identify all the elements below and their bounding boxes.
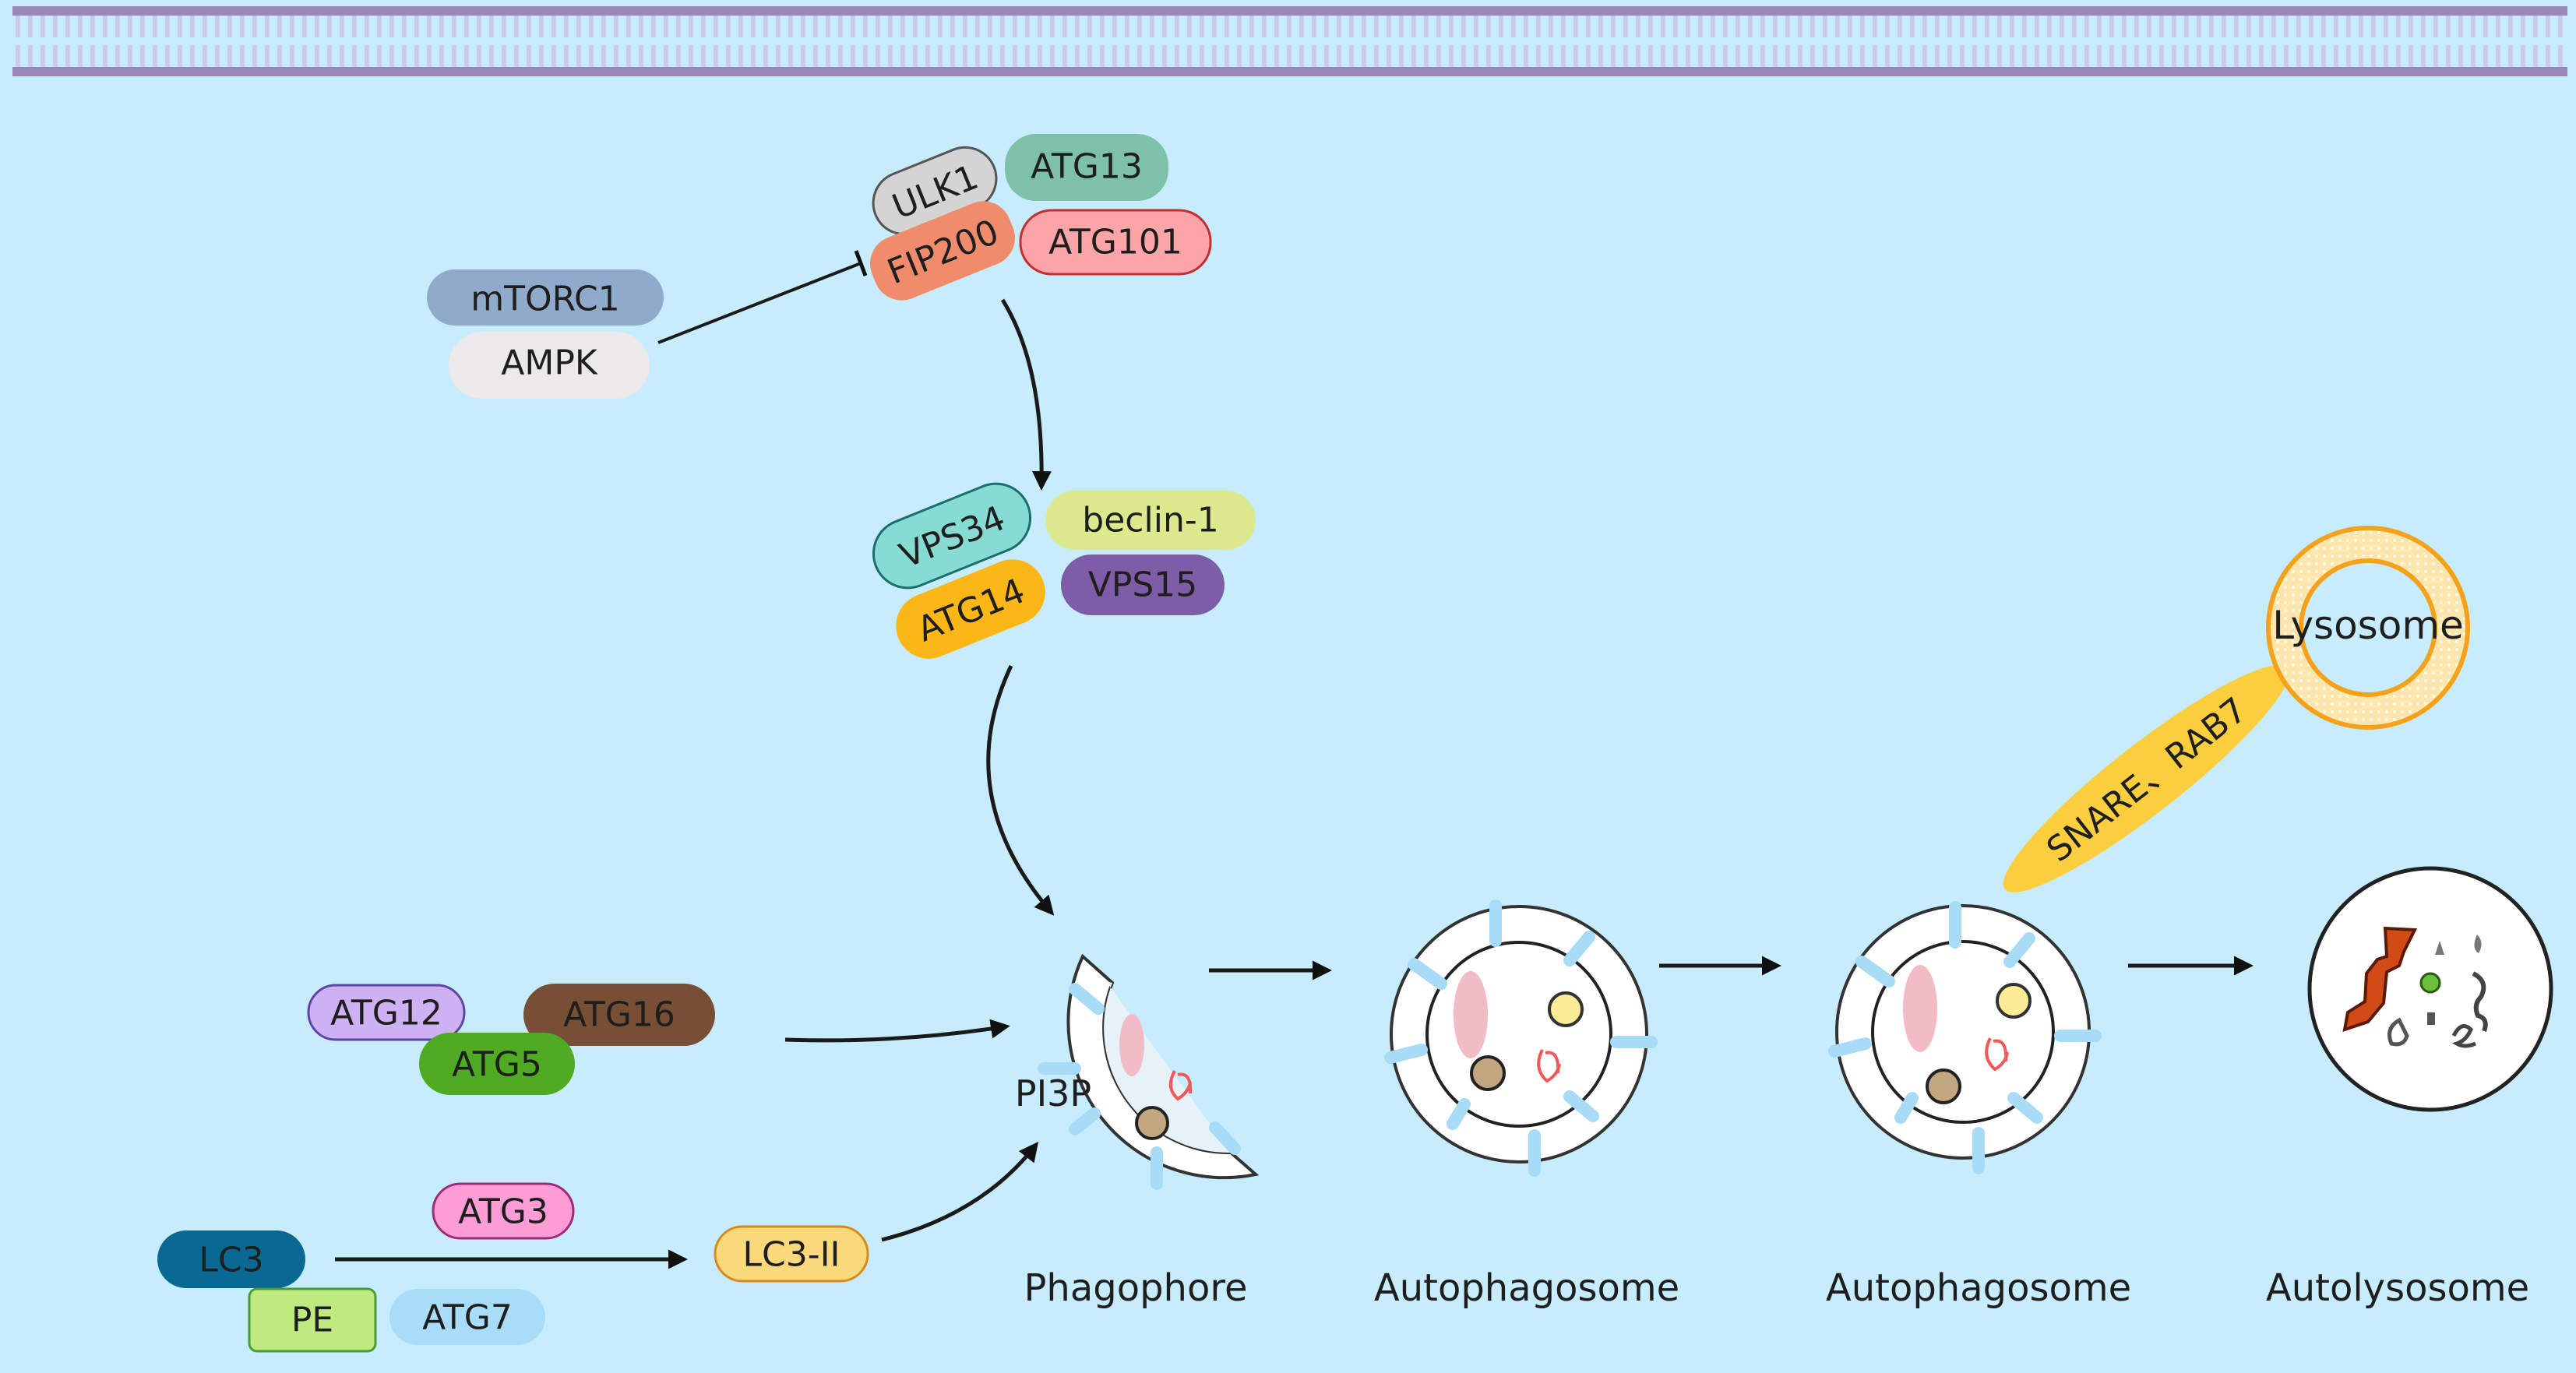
mtorc1-label: mTORC1: [470, 280, 619, 319]
cell-membrane: [12, 6, 2567, 84]
atg12-system: ATG12 ATG16 ATG5: [307, 984, 715, 1095]
arrow-atg12-to-phagophore: [784, 1019, 1010, 1043]
stage-label-autolysosome: Autolysosome: [2266, 1266, 2529, 1310]
arrow-lc3ii-to-phagophore: [881, 1142, 1039, 1242]
protein-atg3: ATG3: [432, 1182, 575, 1240]
regulator-mtorc1: mTORC1: [427, 269, 664, 326]
ampk-label: AMPK: [501, 343, 598, 383]
lc3-system: LC3 ATG3 PE ATG7 LC3-II: [157, 1182, 869, 1353]
fusion-factor-snare-rab7: SNARE、RAB7: [2003, 665, 2289, 892]
protein-atg12: ATG12: [307, 984, 466, 1041]
svg-text:LC3-II: LC3-II: [742, 1235, 840, 1275]
protein-vps15: VPS15: [1061, 554, 1225, 615]
inhibition-bar: [854, 250, 868, 276]
svg-text:beclin-1: beclin-1: [1082, 501, 1218, 540]
phagophore: PI3P: [1015, 953, 1260, 1190]
svg-text:ATG12: ATG12: [330, 994, 442, 1033]
protein-atg16: ATG16: [523, 984, 715, 1046]
svg-text:ATG3: ATG3: [458, 1192, 548, 1232]
arrow-ulk-to-pi3k: [1000, 298, 1052, 491]
svg-text:SNARE、RAB7: SNARE、RAB7: [2039, 690, 2254, 870]
regulator-ampk: AMPK: [449, 332, 650, 399]
pi3k-complex: VPS34 beclin-1 ATG14 VPS15: [872, 482, 1256, 659]
svg-text:LC3: LC3: [199, 1241, 263, 1280]
ulk-complex: ULK1 ATG13 FIP200 ATG101: [870, 134, 1212, 301]
lipid-pe: PE: [248, 1287, 377, 1353]
svg-text:ATG13: ATG13: [1031, 147, 1143, 187]
protein-atg7: ATG7: [389, 1289, 545, 1345]
lysosome-label: Lysosome: [2272, 603, 2464, 648]
autophagosome-1: [1384, 899, 1658, 1177]
protein-lc3ii: LC3-II: [714, 1225, 869, 1283]
svg-text:PE: PE: [291, 1301, 333, 1340]
protein-lc3: LC3: [157, 1230, 305, 1288]
protein-atg5: ATG5: [419, 1033, 575, 1095]
autophagosome-2: [1828, 901, 2102, 1174]
arrow-pi3k-to-phagophore: [986, 664, 1055, 916]
svg-text:ATG7: ATG7: [422, 1298, 513, 1338]
stage-label-phagophore: Phagophore: [1024, 1266, 1247, 1310]
svg-text:ATG16: ATG16: [563, 995, 675, 1035]
svg-text:VPS15: VPS15: [1088, 565, 1198, 605]
protein-beclin1: beclin-1: [1045, 491, 1256, 550]
pi3p-label: PI3P: [1015, 1072, 1091, 1114]
svg-text:ATG5: ATG5: [452, 1045, 542, 1085]
lysosome: Lysosome: [2266, 526, 2470, 730]
inhibition-arrow-ampk-to-ulk: [657, 262, 862, 344]
stage-label-autophagosome-1: Autophagosome: [1374, 1266, 1679, 1310]
protein-atg13: ATG13: [1005, 134, 1168, 201]
svg-text:ATG101: ATG101: [1048, 223, 1182, 262]
protein-atg101: ATG101: [1019, 209, 1212, 276]
stage-label-autophagosome-2: Autophagosome: [1826, 1266, 2131, 1310]
autolysosome: [2307, 866, 2553, 1112]
